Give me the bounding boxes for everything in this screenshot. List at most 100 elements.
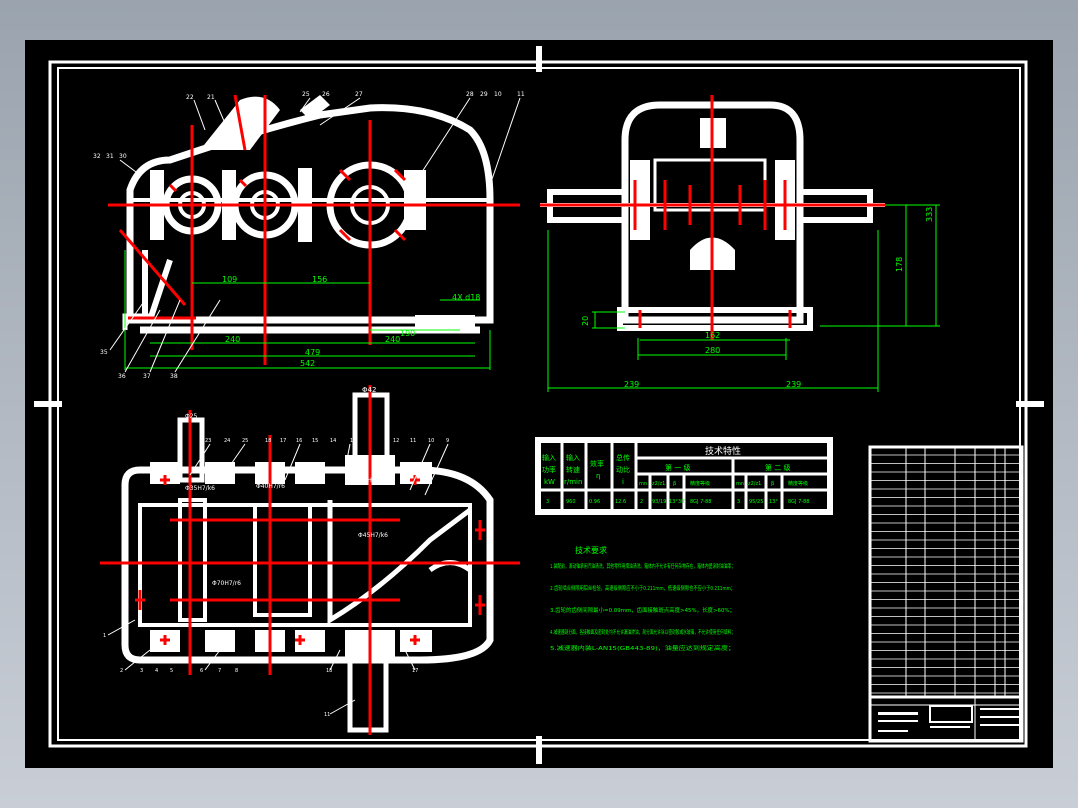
- front-view: 109 156 240 240 479 542 190 4X d18 22 21…: [93, 91, 525, 380]
- balloon-30: 30: [119, 153, 127, 160]
- plan-balloon-23: 23: [205, 438, 211, 444]
- balloon-22: 22: [186, 94, 194, 101]
- dim-phi25: Φ25: [185, 413, 198, 420]
- val-eff: 0.96: [589, 499, 600, 505]
- sub-mn-2: mn: [736, 481, 744, 487]
- dim-542: 542: [300, 359, 315, 368]
- val-grade2: 8GJ 7-88: [788, 499, 809, 505]
- dim-phi42: Φ42: [362, 386, 376, 394]
- dim-333: 333: [925, 207, 934, 222]
- characteristics-table: 技术特性 输入 功率 kW 输入 转速 r/min 效率 η 总传 动比 i 第…: [535, 437, 833, 515]
- title-block: [868, 695, 1024, 743]
- plan-balloon-24: 24: [224, 438, 230, 444]
- plan-balloon-25: 25: [242, 438, 248, 444]
- plan-balloon-b6: 6: [200, 668, 203, 674]
- balloon-32: 32: [93, 153, 101, 160]
- col2-line3: r/min: [564, 478, 582, 486]
- val-beta2: 13°: [769, 499, 778, 505]
- plan-balloon-shaft: 11: [324, 712, 330, 718]
- dim-20: 20: [581, 316, 590, 326]
- plan-view: Φ35H7/k6 Φ40H7/r6 Φ50H7/r6 Φ45H7/k6 Φ70H…: [100, 385, 520, 735]
- col3-line2: η: [596, 472, 600, 480]
- dim-holes: 4X d18: [452, 293, 480, 302]
- sub-beta-2: β: [771, 481, 774, 487]
- col3-line1: 效率: [590, 459, 604, 468]
- val-power: 3: [546, 499, 549, 505]
- balloon-36: 36: [118, 373, 126, 380]
- fit-label-2: Φ40H7/r6: [256, 483, 285, 490]
- val-grade1: 8GJ 7-88: [690, 499, 711, 505]
- dim-479: 479: [305, 348, 320, 357]
- sub-z-2: z2/z1: [748, 481, 761, 487]
- val-ratio: 12.6: [615, 499, 626, 505]
- plan-balloon-b2: 2: [120, 668, 123, 674]
- plan-balloon-15: 15: [312, 438, 318, 444]
- side-view: 333 178 20 162 280 239 239: [540, 95, 940, 392]
- sub-mn-1: mn: [639, 481, 647, 487]
- plan-balloon-14: 14: [330, 438, 336, 444]
- dim-280: 280: [705, 346, 720, 355]
- plan-balloon-16: 16: [296, 438, 302, 444]
- dim-156: 156: [312, 275, 327, 284]
- plan-balloon-18: 18: [265, 438, 271, 444]
- sub-grade-1: 精度等级: [690, 480, 710, 487]
- tech-req-title: 技术要求: [575, 545, 607, 555]
- balloon-11: 11: [517, 91, 525, 98]
- parts-list: [868, 445, 1024, 699]
- tech-req-line-2: 2.齿轮啮合侧隙用铅丝检验，高速级侧隙应不小于0.211mm，低速级侧隙也不应小…: [550, 584, 735, 592]
- balloon-35: 35: [100, 349, 108, 356]
- plan-balloon-13: 13: [350, 438, 356, 444]
- balloon-25: 25: [302, 91, 310, 98]
- balloon-37: 37: [143, 373, 151, 380]
- fit-label-1: Φ35H7/k6: [185, 485, 215, 492]
- plan-balloon-b8: 8: [235, 668, 238, 674]
- tech-req-line-5: 5.减速器内装L-AN15(GB443-89)，油量应达到规定高度；: [550, 644, 735, 652]
- balloon-10: 10: [494, 91, 502, 98]
- col4-line1: 总传: [616, 453, 630, 462]
- dim-162: 162: [705, 331, 720, 340]
- dim-240-right: 240: [385, 335, 400, 344]
- tech-req-line-3: 3.齿轮的齿侧间隙最小=0.09mm，齿面接触斑点高度>45%，长度>60%；: [550, 606, 735, 614]
- sub-grade-2: 精度等级: [788, 480, 808, 487]
- balloon-26: 26: [322, 91, 330, 98]
- plan-balloon-17: 17: [280, 438, 286, 444]
- technical-requirements: 技术要求 1.装配前，滚动轴承用汽油清洗，其他零件用煤油清洗。箱体内不允许有任何…: [550, 545, 735, 652]
- plan-balloon-b17: 17: [412, 668, 418, 674]
- plan-balloon-1: 1: [103, 633, 106, 639]
- drawing-sheet: [25, 40, 1053, 768]
- plan-balloon-11: 11: [410, 438, 416, 444]
- val-beta1: 13°30': [669, 499, 686, 505]
- val-z1: 93/19: [652, 499, 666, 505]
- dim-239-right: 239: [786, 380, 801, 389]
- stage1-label: 第 一 级: [665, 463, 690, 472]
- fit-label-5: Φ70H7/r6: [212, 580, 241, 587]
- col1-line3: kW: [544, 478, 555, 486]
- col4-line2: 动比: [616, 465, 630, 474]
- table-title: 技术特性: [705, 445, 741, 457]
- balloon-21: 21: [207, 94, 215, 101]
- plan-balloon-9: 9: [446, 438, 449, 444]
- plan-balloon-b4: 4: [155, 668, 158, 674]
- dim-190: 190: [400, 329, 415, 338]
- dim-239-left: 239: [624, 380, 639, 389]
- fit-label-3: Φ50H7/r6: [355, 477, 384, 484]
- val-mn1: 2: [640, 499, 643, 505]
- plan-balloon-10: 10: [428, 438, 434, 444]
- tech-req-line-4: 4.减速器剖分面、各接触面及密封处均不允许漏油渗油，剖分面允许涂以密封胶或水玻璃…: [550, 628, 735, 636]
- col1-line1: 输入: [542, 453, 556, 462]
- col4-line3: i: [622, 478, 624, 486]
- plan-balloon-b7: 7: [218, 668, 221, 674]
- balloon-38: 38: [170, 373, 178, 380]
- val-z2: 95/25: [749, 499, 763, 505]
- sub-z-1: z2/z1: [652, 481, 665, 487]
- plan-balloon-b5: 5: [170, 668, 173, 674]
- tech-req-line-1: 1.装配前，滚动轴承用汽油清洗，其他零件用煤油清洗。箱体内不允许有任何杂物存在，…: [550, 562, 735, 570]
- stage2-label: 第 二 级: [765, 463, 790, 472]
- val-speed: 960: [566, 499, 576, 505]
- col2-line2: 转速: [566, 465, 580, 474]
- val-mn2: 3: [737, 499, 740, 505]
- balloon-29: 29: [480, 91, 488, 98]
- col2-line1: 输入: [566, 453, 580, 462]
- plan-balloon-b3: 3: [140, 668, 143, 674]
